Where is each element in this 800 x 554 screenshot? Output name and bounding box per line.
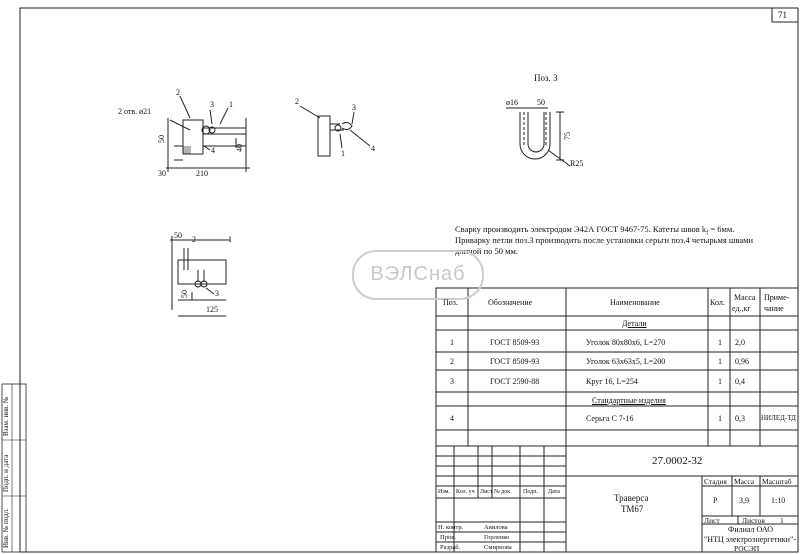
org-line-1: Филиал ОАО xyxy=(728,525,774,534)
col-head-sign: Подп. xyxy=(523,489,538,495)
spec-row-4-note: НИЛЕД-ТД xyxy=(761,414,796,422)
col-head-list: Лист xyxy=(480,489,493,495)
view1-dim-30: 30 xyxy=(158,169,166,178)
spec-row-3-qty: 1 xyxy=(718,377,722,386)
spec-head-note-2: чание xyxy=(764,304,784,313)
spec-row-2-designation: ГОСТ 8509-93 xyxy=(490,357,540,366)
spec-row-4-mass: 0,3 xyxy=(735,414,745,423)
spec-head-qty: Кол. xyxy=(710,298,725,307)
col-head-doc: № док. xyxy=(494,489,512,495)
spec-head-mass-1: Масса xyxy=(734,293,756,302)
col-head-kol: Кол. уч xyxy=(456,489,475,495)
signer-name-1: Авилова xyxy=(484,524,508,531)
col-head-date: Дата xyxy=(548,489,560,495)
spec-row-1-name: Уголок 80х80х6, L=270 xyxy=(586,338,666,347)
side-inv-label: Инв. № подл. xyxy=(2,508,10,548)
spec-row-4-qty: 1 xyxy=(718,414,722,423)
view1-callout-3: 3 xyxy=(210,100,214,109)
view2-callout-4: 4 xyxy=(371,144,375,153)
view2-callout-3: 3 xyxy=(352,103,356,112)
view1-callout-2: 2 xyxy=(176,88,180,97)
spec-row-3-mass: 0,4 xyxy=(735,377,745,386)
spec-head-name: Наименование xyxy=(610,298,660,307)
signer-name-2: Горленко xyxy=(484,534,510,541)
view3-dim-50: 50 xyxy=(180,290,189,298)
spec-row-1-pos: 1 xyxy=(450,338,454,347)
spec-section-details: Детали xyxy=(622,319,647,328)
view3-dim-125: 125 xyxy=(206,305,218,314)
spec-section-standard: Стандартные изделия xyxy=(592,396,666,405)
drawing-title-1: Траверса xyxy=(614,493,649,503)
view3-callout-2: 2 xyxy=(192,235,196,244)
watermark-logo: ВЭЛСнаб xyxy=(352,250,484,300)
spec-head-pos: Поз. xyxy=(443,298,458,307)
view1-hole-label: 2 отв. ø21 xyxy=(118,107,152,116)
signer-role-2: Пров. xyxy=(440,534,456,541)
note-welding: Сварку производить электродом Э42А ГОСТ … xyxy=(455,224,735,237)
view3-callout-3: 3 xyxy=(215,289,219,298)
sheets-value: 1 xyxy=(780,516,784,525)
view1-callout-4: 4 xyxy=(211,146,215,155)
pos3-dim-dia: ø16 xyxy=(506,98,518,107)
stage-value: Р xyxy=(713,496,718,505)
spec-row-3-pos: 3 xyxy=(450,377,454,386)
org-line-3: РОСЭП xyxy=(734,544,760,553)
mass-label: Масса xyxy=(734,477,755,486)
signer-role-1: Н. контр. xyxy=(438,524,464,531)
view1-dim-40: 40 xyxy=(235,144,244,152)
sheets-label: Листов xyxy=(742,516,765,525)
document-code: 27.0002-32 xyxy=(652,455,703,467)
view2-callout-1: 1 xyxy=(341,149,345,158)
pos3-dim-r25: R25 xyxy=(570,159,584,168)
spec-row-3-designation: ГОСТ 2590-88 xyxy=(490,377,540,386)
spec-row-4-pos: 4 xyxy=(450,414,454,423)
spec-head-designation: Обозначение xyxy=(488,298,533,307)
drawing-title-2: ТМ67 xyxy=(621,504,644,514)
view1-dim-210: 210 xyxy=(196,169,208,178)
view3-callout-1: 1 xyxy=(228,235,232,244)
scale-value: 1:10 xyxy=(771,496,786,505)
col-head-izm: Изм. xyxy=(438,489,450,495)
note-loop-welding: Приварку петли поз.3 производить после у… xyxy=(455,235,754,245)
note-weld-length: длиной по 50 мм. xyxy=(455,246,519,256)
view1-callout-1: 1 xyxy=(229,100,233,109)
spec-row-2-name: Уголок 63х63х5, L=200 xyxy=(586,357,666,366)
scale-label: Масштаб xyxy=(762,477,792,486)
view1-dim-50: 50 xyxy=(157,135,166,143)
spec-head-note-1: Приме- xyxy=(764,293,790,302)
signer-role-3: Разраб. xyxy=(440,544,461,551)
side-replace-label: Взам. инв. № xyxy=(2,396,10,436)
spec-row-1-mass: 2,0 xyxy=(735,338,745,347)
spec-row-3-name: Круг 16, L=254 xyxy=(586,377,638,386)
signer-name-3: Смирнова xyxy=(484,544,512,551)
org-line-2: "НТЦ электроэнергетики"- xyxy=(704,535,796,544)
view3-dim-50-top: 50 xyxy=(174,231,182,240)
view2-callout-2: 2 xyxy=(295,97,299,106)
stage-label: Стадия xyxy=(704,477,727,486)
pos3-dim-50: 50 xyxy=(537,98,545,107)
spec-row-1-designation: ГОСТ 8509-93 xyxy=(490,338,540,347)
side-sign-label: Подп. и дата xyxy=(2,454,10,492)
spec-head-mass-2: ед.,кг xyxy=(732,304,751,313)
spec-row-4-name: Серьга С 7-16 xyxy=(586,414,634,423)
mass-value: 3,9 xyxy=(739,496,749,505)
spec-row-2-pos: 2 xyxy=(450,357,454,366)
pos3-title: Поз. 3 xyxy=(534,73,558,83)
spec-row-2-mass: 0,96 xyxy=(735,357,749,366)
sheet-number: 71 xyxy=(778,10,787,20)
sheet-label: Лист xyxy=(704,516,720,525)
pos3-dim-75: 75 xyxy=(563,132,572,140)
spec-row-1-qty: 1 xyxy=(718,338,722,347)
spec-row-2-qty: 1 xyxy=(718,357,722,366)
